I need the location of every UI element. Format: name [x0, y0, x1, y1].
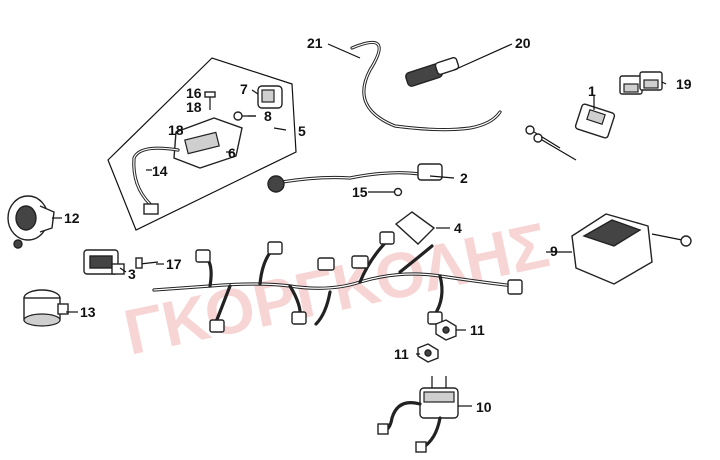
ignition-unit-6 — [132, 117, 243, 215]
leader-lines — [52, 43, 667, 407]
nut-11-upper — [435, 319, 457, 341]
buzzer-13 — [23, 289, 69, 327]
label-9: 9 — [550, 243, 558, 259]
bolt-15 — [368, 187, 403, 197]
label-21: 21 — [307, 35, 323, 51]
relay-box-9 — [571, 213, 692, 285]
screw-16 — [204, 91, 216, 110]
label-11-upper: 11 — [470, 322, 485, 338]
nut-11-lower — [417, 343, 439, 363]
label-8: 8 — [264, 108, 272, 124]
label-1: 1 — [588, 83, 596, 99]
label-17: 17 — [166, 256, 182, 272]
label-19: 19 — [676, 76, 692, 92]
wire-harness — [152, 231, 523, 333]
label-14: 14 — [152, 163, 168, 179]
label-13: 13 — [80, 304, 96, 320]
label-7: 7 — [240, 81, 248, 97]
label-11-lower: 11 — [394, 346, 409, 362]
cable-21 — [350, 40, 502, 132]
label-4: 4 — [454, 220, 462, 236]
label-12: 12 — [64, 210, 80, 226]
bracket-1 — [525, 103, 616, 161]
starter-cable-2 — [267, 163, 443, 193]
pad-4 — [394, 211, 436, 245]
part-7 — [257, 85, 283, 109]
label-18b: 18 — [168, 122, 184, 138]
label-10: 10 — [476, 399, 492, 415]
screw-17 — [135, 257, 159, 269]
horn-12 — [7, 195, 55, 249]
label-3: 3 — [128, 266, 136, 282]
label-16: 16 — [186, 85, 202, 101]
spark-plug-cap-20 — [405, 56, 460, 87]
starter-relay-10 — [377, 376, 459, 453]
label-18a: 18 — [186, 99, 202, 115]
label-2: 2 — [460, 170, 468, 186]
label-6: 6 — [228, 145, 236, 161]
label-5: 5 — [298, 123, 306, 139]
label-15: 15 — [352, 184, 368, 200]
part-8 — [233, 111, 256, 121]
relay-3 — [83, 249, 125, 275]
label-20: 20 — [515, 35, 531, 51]
assembly-outline-5 — [107, 57, 297, 231]
relay-connectors-19 — [619, 71, 663, 95]
